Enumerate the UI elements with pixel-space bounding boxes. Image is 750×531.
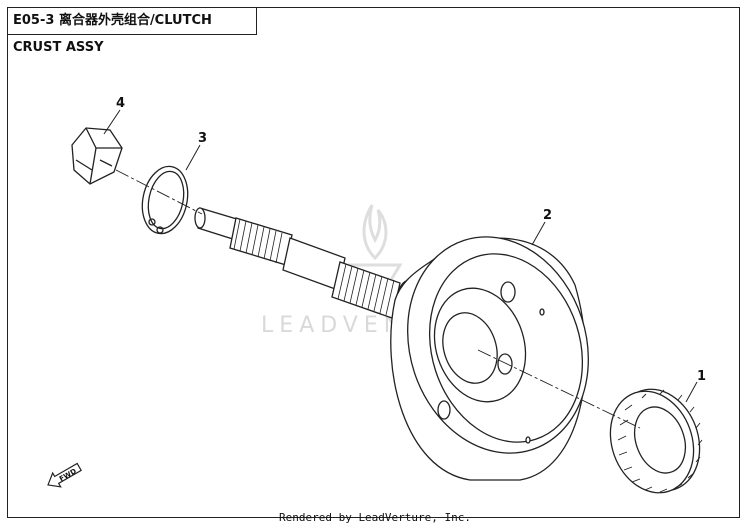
callout-2: 2 <box>543 208 552 223</box>
drawing-frame <box>7 7 740 518</box>
callout-1: 1 <box>697 369 706 384</box>
circlip <box>141 165 189 235</box>
diagram-title: E05-3 离合器外壳组合/CLUTCH CRUST ASSY <box>7 7 257 55</box>
center-lines <box>115 169 641 429</box>
leader-lines <box>103 109 698 403</box>
clutch-drum <box>194 207 589 481</box>
fwd-label: FWD <box>58 467 78 483</box>
fwd-arrow-icon: FWD <box>47 462 82 488</box>
one-way-clutch <box>609 388 703 494</box>
callout-4: 4 <box>116 96 125 111</box>
footer-credit: Rendered by LeadVerture, Inc. <box>278 511 472 524</box>
callout-3: 3 <box>198 131 207 146</box>
hex-nut <box>71 127 123 185</box>
